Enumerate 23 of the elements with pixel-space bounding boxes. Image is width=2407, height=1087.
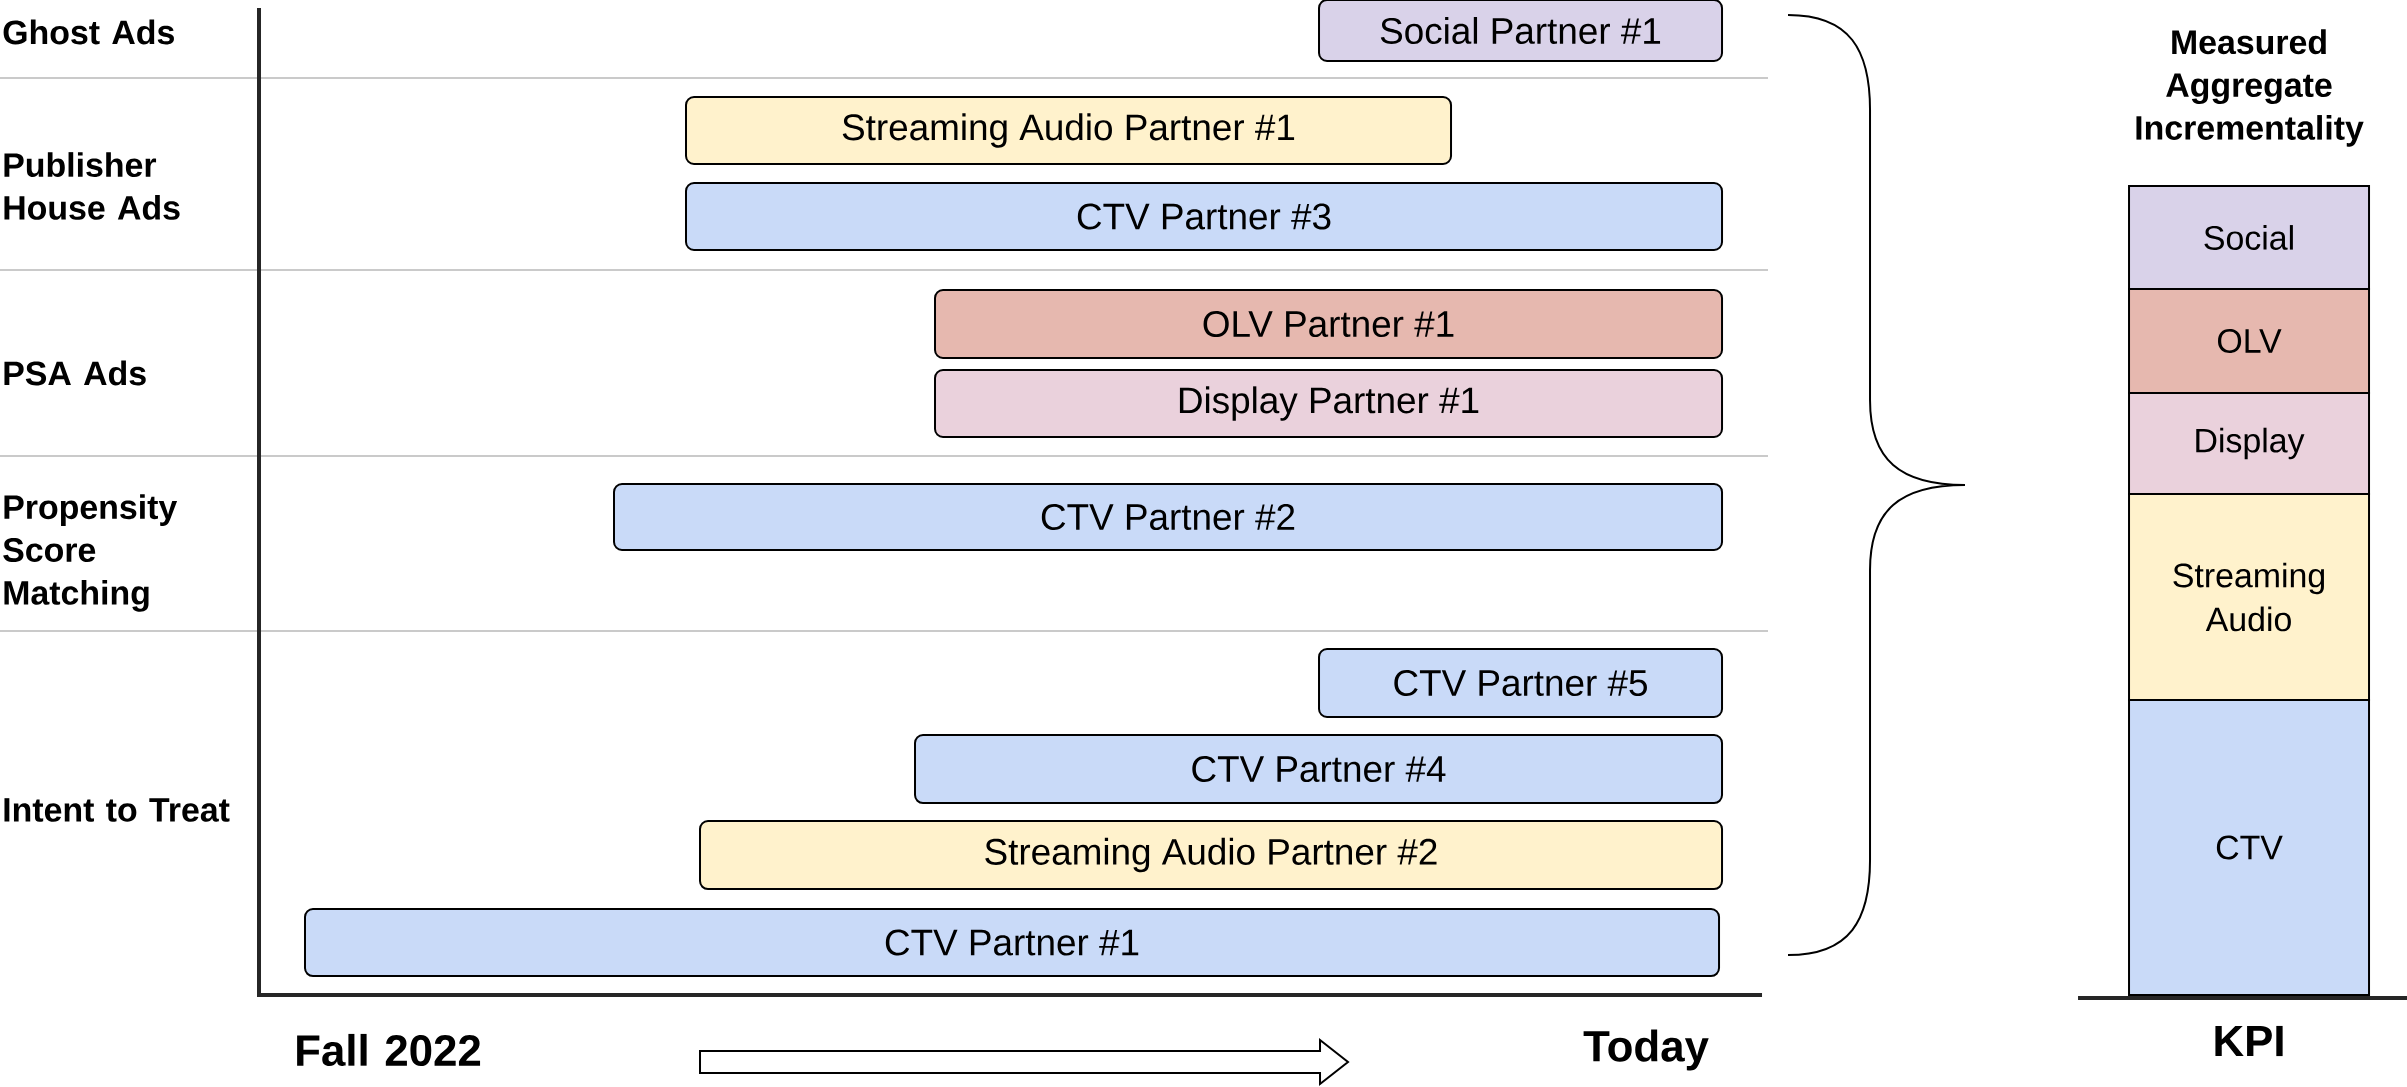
timeline-bar: CTV Partner #3	[685, 182, 1724, 251]
axis-label: Today	[1583, 1029, 1709, 1071]
timeline-bar: CTV Partner #4	[914, 734, 1724, 804]
timeline-bar: Social Partner #1	[1318, 0, 1723, 62]
axis-label: Fall 2022	[297, 1033, 481, 1067]
timeline-bar: CTV Partner #2	[613, 483, 1724, 551]
timeline-bar: OLV Partner #1	[934, 289, 1724, 359]
stacked-segment: Social	[2128, 185, 2371, 290]
timeline-bar: Streaming Audio Partner #1	[685, 96, 1453, 165]
timeline-bar: CTV Partner #5	[1318, 648, 1723, 718]
stacked-segment: CTV	[2128, 699, 2371, 996]
timeline-bar: Streaming Audio Partner #2	[699, 820, 1724, 890]
stacked-segment: Display	[2128, 392, 2371, 495]
row-label: Intent to Treat	[4, 798, 230, 822]
row-label: PSA Ads	[4, 360, 146, 386]
row-label: Propensity Score Matching	[3, 494, 178, 612]
row-label: Ghost Ads	[3, 19, 174, 45]
stacked-segment: OLV	[2128, 288, 2371, 394]
stacked-segment: Streaming Audio	[2128, 493, 2371, 701]
timeline-bar: Display Partner #1	[934, 369, 1724, 438]
chart-title: Measured Aggregate Incrementality	[2136, 29, 2364, 147]
row-label: Publisher House Ads	[4, 152, 180, 220]
timeline-bar: CTV Partner #1	[304, 908, 1721, 977]
